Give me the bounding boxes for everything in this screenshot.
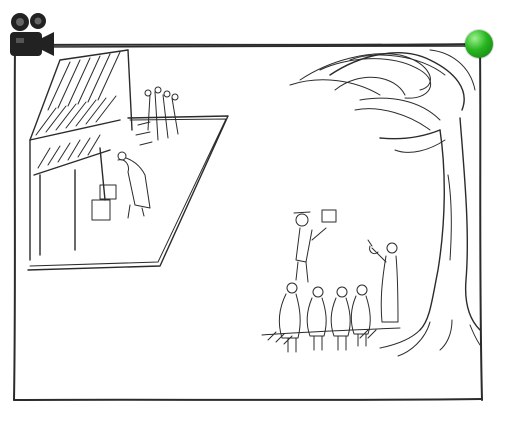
frame-border bbox=[13, 43, 483, 401]
video-camera-icon[interactable] bbox=[4, 8, 56, 60]
tree-drawing bbox=[289, 49, 481, 357]
children-group-drawing bbox=[261, 209, 401, 353]
green-status-dot[interactable] bbox=[465, 30, 493, 58]
market-building-drawing bbox=[27, 49, 229, 271]
